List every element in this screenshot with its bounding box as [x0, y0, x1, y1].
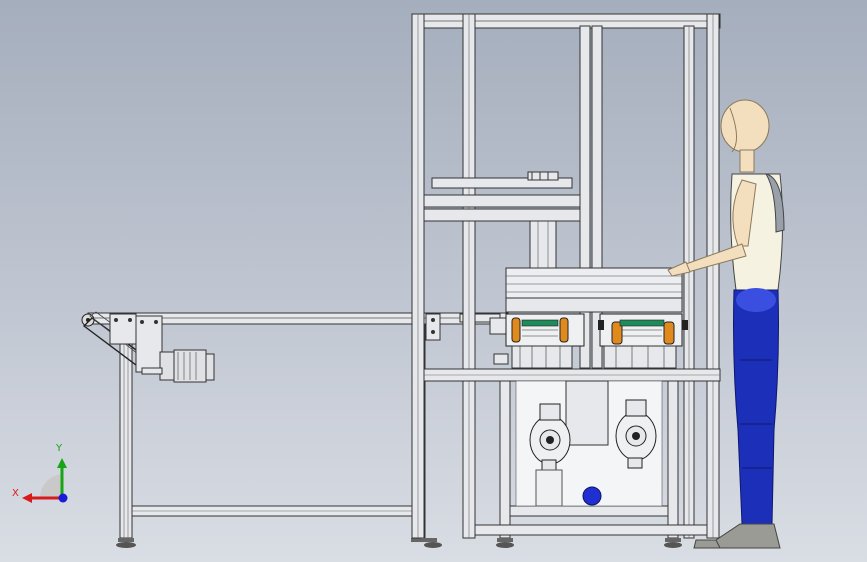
gear-motor — [141, 349, 215, 383]
belt-conveyor — [81, 311, 509, 548]
clamp-module — [493, 267, 688, 369]
marker-ball — [582, 486, 602, 506]
z-axis-dot — [58, 493, 68, 503]
human-manikin — [667, 99, 785, 549]
triad-y-label: Y — [56, 443, 63, 454]
pump-assembly — [515, 380, 663, 507]
main-frame — [411, 13, 721, 548]
axis-triad — [22, 458, 68, 503]
triad-x-label: X — [12, 488, 19, 499]
